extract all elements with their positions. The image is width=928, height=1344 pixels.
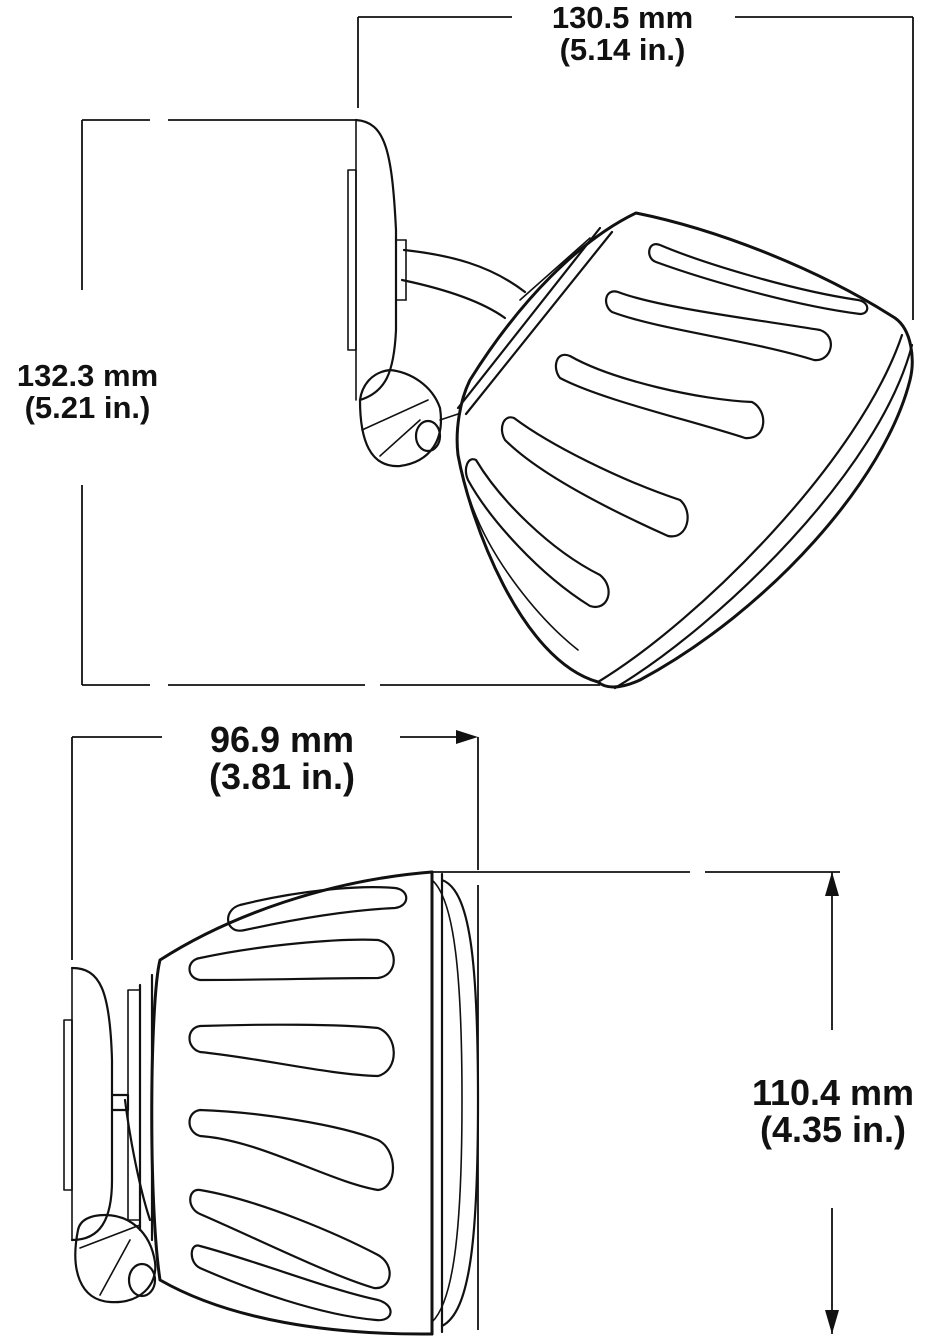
top-width-imperial: (5.14 in.) xyxy=(559,31,686,67)
bottom-height-imperial: (4.35 in.) xyxy=(759,1108,907,1150)
bottom-height-metric: 110.4 mm xyxy=(751,1072,915,1113)
side-height-metric: 132.3 mm xyxy=(16,358,159,393)
top-dimension-lines xyxy=(81,16,914,686)
top-width-metric: 130.5 mm xyxy=(551,0,694,35)
speaker-slots-top xyxy=(464,243,869,651)
side-view-speaker xyxy=(347,118,914,690)
bottom-height-label: 110.4 mm (4.35 in.) xyxy=(738,1072,928,1150)
bottom-width-imperial: (3.81 in.) xyxy=(208,755,356,797)
top-width-label: 130.5 mm (5.14 in.) xyxy=(515,0,730,67)
bottom-width-metric: 96.9 mm xyxy=(209,719,355,760)
side-height-imperial: (5.21 in.) xyxy=(24,389,151,425)
speaker-slots-bottom xyxy=(188,886,408,1322)
front-view-speaker xyxy=(63,870,480,1336)
bottom-width-label: 96.9 mm (3.81 in.) xyxy=(166,719,398,797)
side-height-label: 132.3 mm (5.21 in.) xyxy=(0,358,175,425)
